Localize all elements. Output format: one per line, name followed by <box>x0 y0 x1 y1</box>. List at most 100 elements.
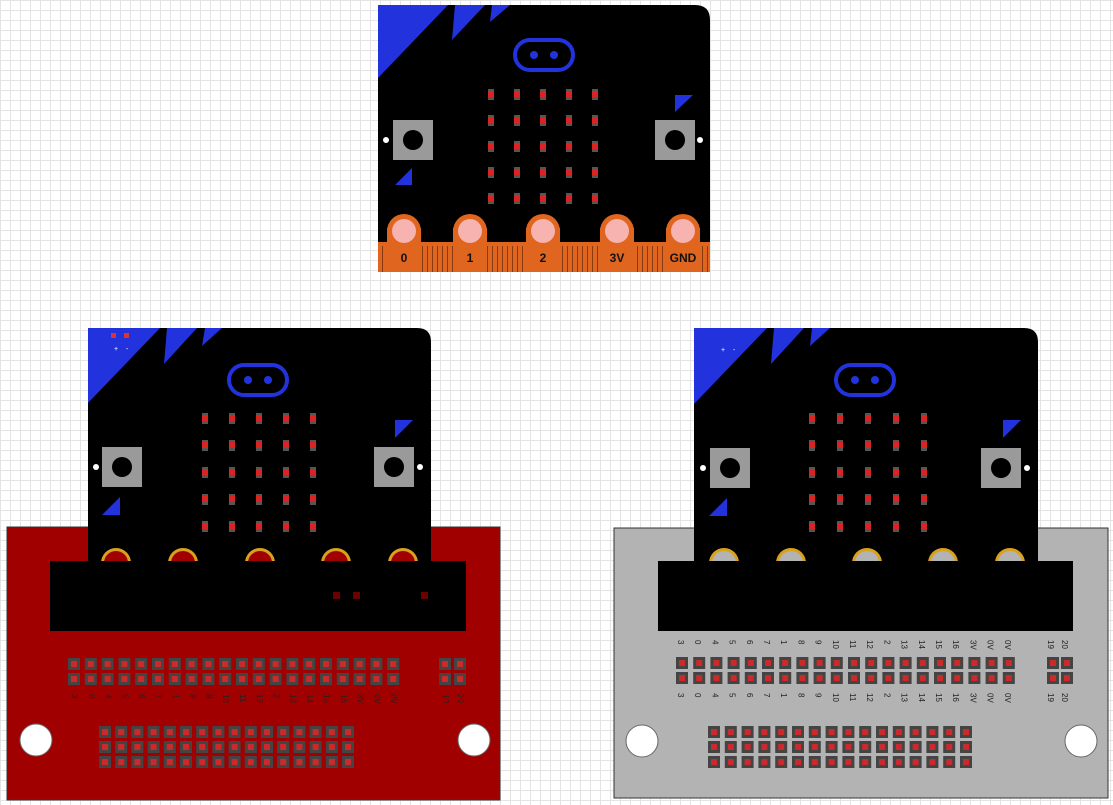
bottom-header-pin-hole <box>150 744 157 750</box>
bottom-header-pin-hole <box>166 744 173 750</box>
bottom-header-pin-hole <box>912 744 919 750</box>
header-pin-hole <box>339 661 346 667</box>
header-pin-hole <box>816 675 823 681</box>
button-a[interactable] <box>393 120 433 160</box>
button-b[interactable] <box>374 447 414 487</box>
button-b[interactable] <box>981 448 1021 488</box>
pin-label: 0V <box>1003 693 1012 703</box>
led <box>229 442 235 448</box>
edge-contact-stripe <box>597 246 598 272</box>
pin-label: 8 <box>188 694 197 699</box>
bottom-header-pin-hole <box>929 744 936 750</box>
header-pin-hole <box>373 661 380 667</box>
pin-label: 3 <box>676 640 685 645</box>
edge-pad-hole <box>605 219 629 243</box>
led <box>229 496 235 502</box>
header-pin-hole <box>937 660 943 666</box>
header-pin-hole <box>188 661 195 667</box>
edge-contact-stripe <box>497 246 498 272</box>
led <box>283 415 289 421</box>
mounting-hole-right <box>457 723 491 757</box>
header-pin-hole <box>971 675 978 681</box>
edge-contact-stripe <box>507 246 508 272</box>
header-pin-hole <box>155 676 161 682</box>
blue-corner-stripe <box>202 328 222 346</box>
mounting-hole-right <box>1064 724 1098 758</box>
led <box>865 415 871 421</box>
header-pin-hole <box>255 661 262 667</box>
led <box>310 523 316 529</box>
header-pin-hole <box>71 676 77 682</box>
edge-contact-stripe <box>487 246 488 272</box>
header-pin-hole <box>1050 660 1056 666</box>
header-pin-hole <box>323 661 329 667</box>
led <box>865 442 871 448</box>
bottom-header-pin-hole <box>264 759 270 765</box>
led <box>865 523 871 529</box>
header-pin-hole <box>851 660 857 666</box>
pin-label: 10 <box>831 640 840 649</box>
bottom-header-pin-hole <box>811 729 818 735</box>
bottom-header-pin-hole <box>711 729 717 735</box>
header-pin-hole <box>954 660 961 666</box>
blue-corner-logo <box>88 328 160 403</box>
header-pin-hole <box>138 661 145 667</box>
edge-contact-stripe <box>702 246 703 272</box>
edge-pad-hole <box>392 219 416 243</box>
blue-corner-stripe <box>490 5 510 22</box>
header-pin-hole <box>121 661 128 667</box>
led <box>540 169 546 175</box>
logo-eye-right <box>264 376 272 384</box>
bottom-header-pin-hole <box>711 744 717 750</box>
bottom-header-pin-hole <box>879 744 885 750</box>
pin-label: 6 <box>745 640 754 645</box>
bottom-header-pin-hole <box>828 759 835 765</box>
edge-contact-stripe <box>492 246 493 272</box>
bottom-header-pin-hole <box>828 744 835 750</box>
pin-label: 1 <box>171 694 180 699</box>
pin-label: 3 <box>70 694 79 699</box>
blue-corner-stripe <box>452 5 485 40</box>
header-pin-hole <box>356 676 363 682</box>
bottom-header-pin-hole <box>102 744 108 750</box>
button-b[interactable] <box>655 120 695 160</box>
logo-eye-right <box>550 51 558 59</box>
battery-plus-label: + <box>721 347 725 354</box>
led <box>283 469 289 475</box>
pin-label: 3 <box>676 693 685 698</box>
header-pin-hole <box>799 660 806 666</box>
led <box>488 195 494 201</box>
led <box>837 442 843 448</box>
pin-label: 15 <box>934 693 943 702</box>
pin-label: 6 <box>745 693 754 698</box>
led <box>837 415 843 421</box>
header-pin-hole <box>765 660 771 666</box>
bottom-header-pin-hole <box>778 759 785 765</box>
bottom-header-pin-hole <box>231 759 238 765</box>
led <box>310 415 316 421</box>
edge-contact-stripe <box>517 246 518 272</box>
bottom-header-pin-hole <box>199 729 206 735</box>
led <box>592 169 598 175</box>
header-pin-hole <box>239 661 245 667</box>
blue-corner-stripe <box>164 328 197 364</box>
header-pin-hole <box>954 675 961 681</box>
button-a[interactable] <box>102 447 142 487</box>
button-a[interactable] <box>710 448 750 488</box>
led <box>514 117 520 123</box>
bottom-header-pin-hole <box>328 759 335 765</box>
led <box>540 91 546 97</box>
led <box>592 117 598 123</box>
led <box>283 442 289 448</box>
header-pin-hole <box>171 676 178 682</box>
edge-contact-stripe <box>567 246 568 272</box>
bottom-header-pin-hole <box>166 729 173 735</box>
blue-corner-stripe <box>810 328 830 346</box>
bottom-header-pin-hole <box>744 729 751 735</box>
led <box>566 117 572 123</box>
header-pin-hole <box>885 660 892 666</box>
led-matrix <box>202 413 316 532</box>
pin-label: 15 <box>934 640 943 649</box>
bottom-header-pin-hole <box>963 759 969 765</box>
